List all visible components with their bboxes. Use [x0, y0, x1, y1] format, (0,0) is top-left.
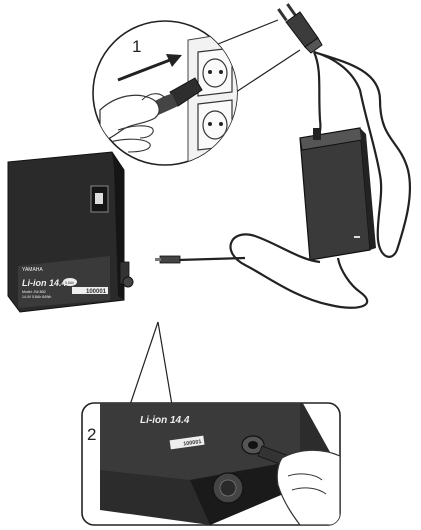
battery-model-text: Li-ion 14.4: [22, 278, 67, 288]
wall-plug: [277, 3, 412, 258]
hand-icon: [99, 93, 166, 153]
wall-socket-icon: [187, 29, 237, 165]
closeup-hand-icon: [276, 449, 340, 525]
step-1-number: 1: [132, 37, 141, 56]
battery-spec-line-1: Model: JW-B52: [22, 290, 46, 294]
closeup-charge-port: [241, 435, 265, 455]
battery-serial: 100001: [86, 289, 107, 295]
step-1-callout: 1: [92, 19, 301, 166]
power-adapter-icon: [155, 127, 376, 309]
step-2-number: 2: [87, 425, 96, 444]
charge-port-icon: [119, 261, 134, 288]
battery-badge: 5.8Ah: [65, 281, 74, 285]
arrow-icon: [117, 54, 182, 82]
battery-pack-icon: YAMAHA Li-ion 14.4 5.8Ah Model: JW-B52 1…: [7, 151, 134, 313]
battery-brand: YAMAHA: [22, 267, 43, 273]
battery-switch-icon: [90, 185, 109, 213]
battery-spec-line-2: 14.4V 5.8Ah 84Wh: [22, 295, 51, 299]
closeup-serial: 100001: [183, 439, 202, 447]
step-2-callout: Li-ion 14.4 100001 2: [81, 321, 341, 526]
closeup-model-text: Li-ion 14.4: [140, 415, 190, 426]
closeup-knob: [212, 472, 244, 504]
